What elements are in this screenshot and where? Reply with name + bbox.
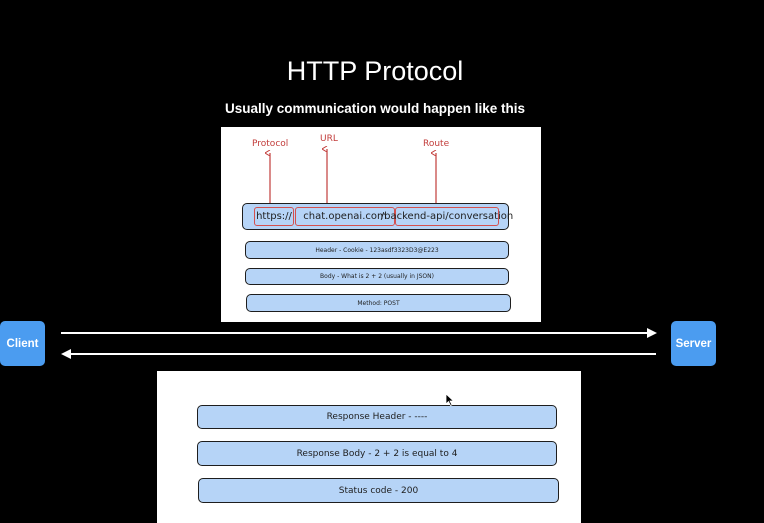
url-route-segment: /backend-api/conversation <box>381 207 513 226</box>
server-node: Server <box>671 321 716 366</box>
client-node: Client <box>0 321 45 366</box>
response-header-box: Response Header - ---- <box>197 405 557 429</box>
protocol-annotation: Protocol <box>252 139 289 149</box>
response-arrow-head <box>61 349 71 359</box>
request-diagram: Protocol URL Route https:// chat.openai.… <box>221 127 541 322</box>
slide-subtitle: Usually communication would happen like … <box>224 101 526 116</box>
request-url-box: https:// chat.openai.com /backend-api/co… <box>242 203 513 230</box>
annotation-arrows <box>221 127 437 205</box>
request-header-box: Header - Cookie - 123asdf3323D3@E223 <box>245 241 509 259</box>
request-arrow-head <box>647 328 657 338</box>
response-status-box: Status code - 200 <box>198 478 559 503</box>
url-host-segment: chat.openai.com <box>295 207 395 226</box>
response-diagram: Response Header - ---- Response Body - 2… <box>157 371 581 523</box>
url-protocol-segment: https:// <box>254 207 294 226</box>
response-body-box: Response Body - 2 + 2 is equal to 4 <box>197 441 557 466</box>
request-method-box: Method: POST <box>246 294 511 312</box>
mouse-cursor-icon <box>445 393 455 407</box>
url-annotation: URL <box>320 134 338 144</box>
route-annotation: Route <box>423 139 450 149</box>
slide-title: HTTP Protocol <box>286 56 464 86</box>
request-body-box: Body - What is 2 + 2 (usually in JSON) <box>245 268 509 285</box>
